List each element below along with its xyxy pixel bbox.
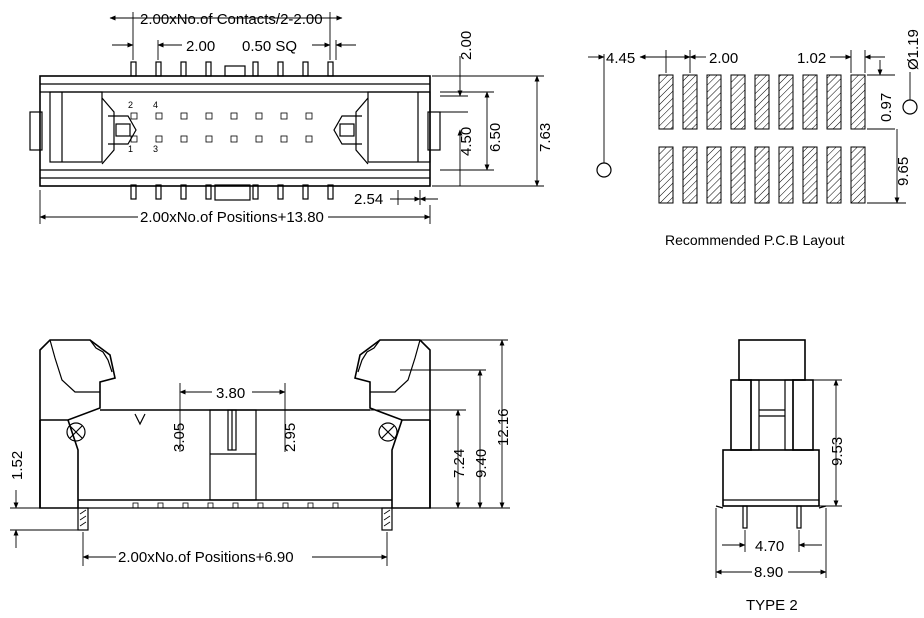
- latch-pivot-left: [66, 422, 86, 442]
- side-view: 3.80 3.05 2.95 1.52 7.24 9.40 12.16 2.00…: [9, 339, 512, 566]
- side-dim-body-height: 7.24: [451, 449, 468, 478]
- end-latch-top: [738, 339, 806, 381]
- pcb-hole-left: [596, 162, 612, 178]
- dim-total-height: 7.63: [537, 123, 554, 152]
- pin-label-3: 3: [153, 144, 158, 154]
- end-body: [722, 449, 820, 507]
- top-pins-upper: [130, 61, 334, 77]
- end-view: 9.53 4.70 8.90 TYPE 2: [715, 339, 846, 614]
- dim-total-length: 2.00xNo.of Positions+13.80: [140, 209, 324, 226]
- end-dim-pin-span: 4.70: [755, 538, 784, 555]
- pcb-hole-right: [902, 99, 918, 115]
- pcb-dim-hole: Ø1.19: [905, 29, 922, 70]
- dim-contacts: 2.00xNo.of Contacts/2-2.00: [140, 11, 323, 28]
- pin-label-1: 1: [128, 144, 133, 154]
- dim-mid-height: 6.50: [487, 123, 504, 152]
- side-dim-mid: 9.40: [473, 449, 490, 478]
- side-board-pegs: [77, 507, 393, 531]
- pcb-pads-upper: [658, 74, 866, 130]
- pcb-dim-pad-gap: 0.97: [878, 93, 895, 122]
- side-pin-row: [132, 502, 339, 509]
- side-dim-key-right: 2.95: [282, 423, 299, 452]
- top-pin-grid: [130, 112, 313, 143]
- pcb-dim-pitch: 2.00: [709, 50, 738, 67]
- pcb-layout: 4.45 2.00 1.02 Ø1.19 0.97 9.65 Recommend…: [588, 29, 922, 248]
- pcb-caption: Recommended P.C.B Layout: [665, 232, 845, 248]
- end-dim-width: 8.90: [754, 564, 783, 581]
- dim-pitch: 2.00: [186, 38, 215, 55]
- side-dim-length: 2.00xNo.of Positions+6.90: [118, 549, 294, 566]
- side-dim-key-width: 3.80: [216, 385, 245, 402]
- dim-inner-height: 4.50: [458, 127, 475, 156]
- dim-row-pitch: 2.00: [458, 31, 475, 60]
- pcb-dim-pad-span: 9.65: [895, 157, 912, 186]
- side-dim-total: 12.16: [495, 408, 512, 446]
- dim-square: 0.50 SQ: [242, 38, 297, 55]
- side-dim-standoff: 1.52: [9, 451, 26, 480]
- top-pins-lower: [130, 184, 334, 201]
- end-dim-height: 9.53: [829, 437, 846, 466]
- pin-label-2: 2: [128, 100, 133, 110]
- pcb-dim-edge: 4.45: [606, 50, 635, 67]
- top-view: 2 4 1 3 2.00xNo.of Contacts/2-2.00 2.00 …: [29, 11, 554, 226]
- side-dim-key-left: 3.05: [171, 423, 188, 452]
- pcb-pads-lower: [658, 146, 866, 204]
- latch-pivot-right: [378, 422, 398, 442]
- pcb-dim-pad-width: 1.02: [797, 50, 826, 67]
- end-caption: TYPE 2: [746, 597, 798, 614]
- pin-label-4: 4: [153, 100, 158, 110]
- dim-offset: 2.54: [354, 191, 383, 208]
